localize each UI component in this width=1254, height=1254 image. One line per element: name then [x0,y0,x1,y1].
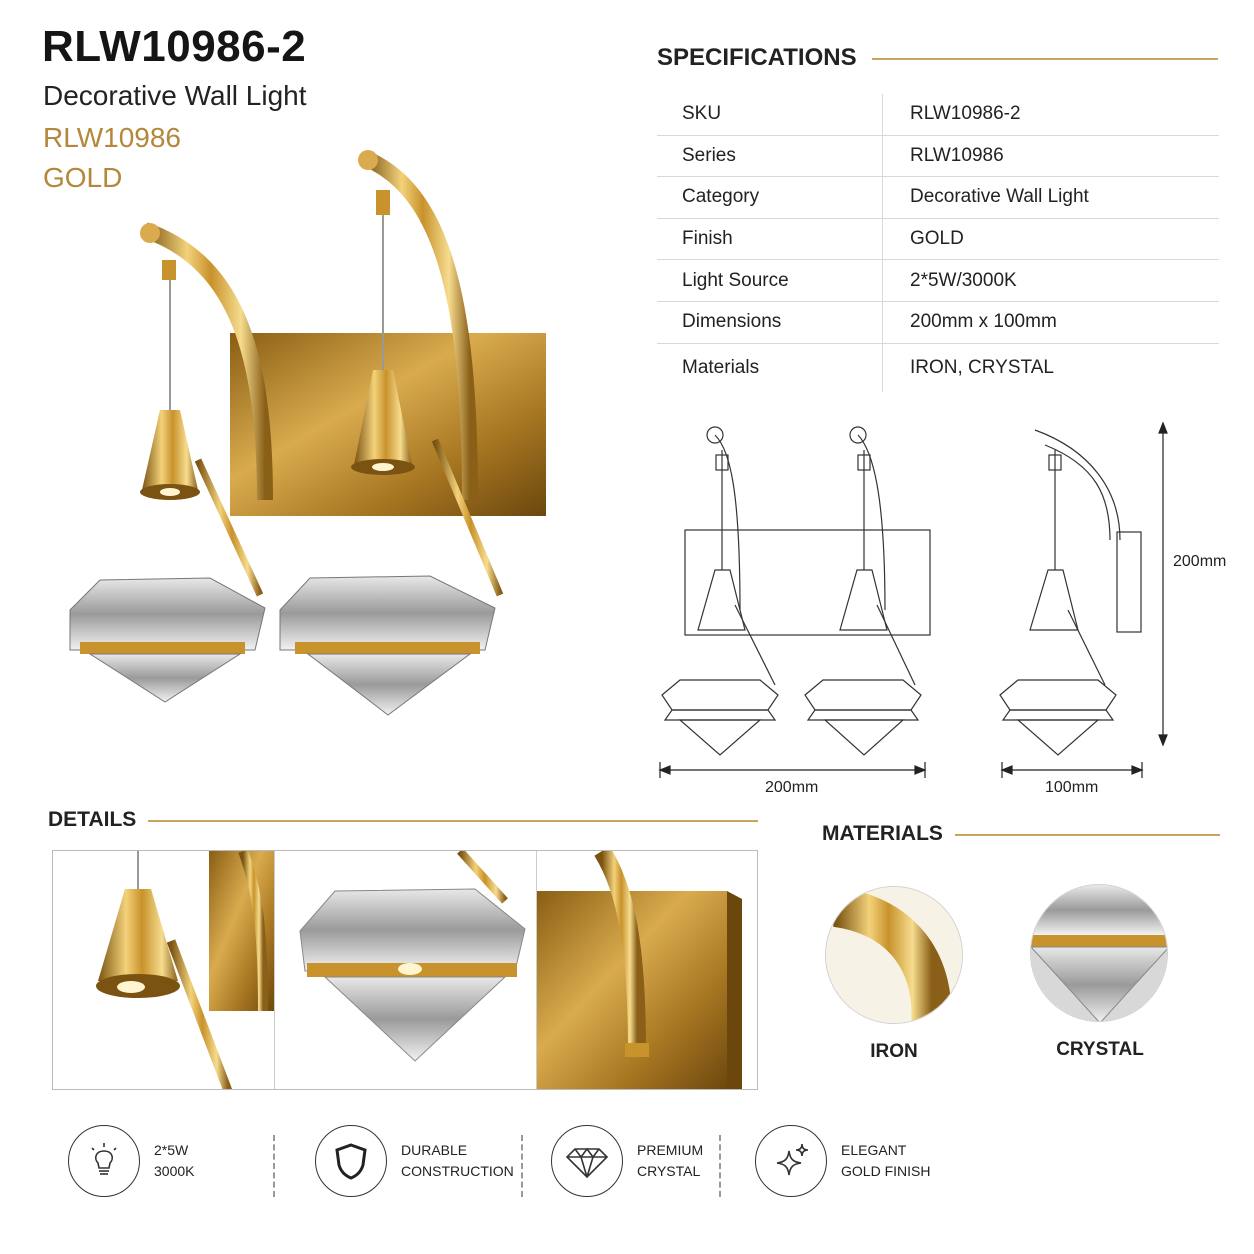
spec-row: Finish GOLD [657,218,1219,261]
detail-image-backplate [537,851,759,1089]
sparkle-icon [755,1125,827,1197]
product-finish: GOLD [43,162,123,193]
feature-divider [719,1135,721,1197]
feature-divider [521,1135,523,1197]
feature-durable-line2: CONSTRUCTION [401,1163,514,1179]
product-subtitle: Decorative Wall Light [43,80,307,111]
height-dimension-label: 200mm [1173,553,1226,570]
spec-key: Category [682,186,760,208]
specifications-table: SKU RLW10986-2 Series RLW10986 Category … [657,94,1219,392]
material-crystal-swatch [1030,884,1168,1022]
spec-value: RLW10986 [882,135,1219,177]
spec-key: Series [682,144,736,166]
product-hero-image [69,150,546,716]
width-dimension-label: 200mm [765,779,818,796]
materials-heading: MATERIALS [822,822,943,845]
feature-crystal-line1: PREMIUM [637,1142,704,1158]
feature-finish: ELEGANT GOLD FINISH [755,1125,930,1197]
feature-durable-line1: DURABLE [401,1142,468,1158]
material-crystal-label: CRYSTAL [1056,1039,1144,1060]
details-gallery [52,850,758,1090]
spec-value: GOLD [882,218,1219,260]
feature-durable: DURABLE CONSTRUCTION [315,1125,514,1197]
detail-image-crystal [295,851,537,1089]
spec-row: Dimensions 200mm x 100mm [657,301,1219,344]
feature-divider [273,1135,275,1197]
materials-divider [955,834,1220,836]
feature-finish-line2: GOLD FINISH [841,1163,931,1179]
spec-value: 200mm x 100mm [882,301,1219,343]
detail-crystal-illustration [299,851,526,1062]
spec-value: 2*5W/3000K [882,260,1219,301]
spec-row: Series RLW10986 [657,135,1219,178]
diamond-icon [551,1125,623,1197]
spec-key: Materials [682,356,760,378]
depth-dimension-label: 100mm [1045,779,1098,796]
detail-backplate-illustration [537,851,742,1089]
material-iron-swatch [825,886,963,1024]
spec-key: Light Source [682,269,789,291]
dimension-drawing: 200mm 200mm 100mm [658,421,1226,796]
details-heading: DETAILS [48,808,137,831]
feature-power-line2: 3000K [154,1163,195,1179]
spec-row: SKU RLW10986-2 [657,94,1219,136]
spec-value: Decorative Wall Light [882,177,1219,218]
spec-row: Materials IRON, CRYSTAL [657,343,1219,392]
bulb-icon [68,1125,140,1197]
feature-power-line1: 2*5W [154,1142,189,1158]
spec-key: SKU [682,103,722,125]
feature-crystal: PREMIUM CRYSTAL [551,1125,703,1197]
feature-crystal-line2: CRYSTAL [637,1163,701,1179]
material-iron-label: IRON [870,1041,918,1062]
shield-icon [315,1125,387,1197]
spec-key: Dimensions [682,311,782,333]
product-series: RLW10986 [43,122,182,153]
detail-spotlight-illustration [96,851,274,1089]
details-divider [148,820,758,822]
detail-image-spotlight [53,851,275,1089]
spec-key: Finish [682,228,733,250]
product-title: RLW10986-2 [42,22,307,71]
specifications-divider [872,58,1218,60]
specifications-heading: SPECIFICATIONS [657,44,857,71]
spec-row: Light Source 2*5W/3000K [657,260,1219,302]
feature-finish-line1: ELEGANT [841,1142,907,1158]
feature-power: 2*5W 3000K [68,1125,194,1197]
spec-row: Category Decorative Wall Light [657,177,1219,219]
spec-value: IRON, CRYSTAL [882,343,1219,392]
spec-value: RLW10986-2 [882,94,1219,135]
